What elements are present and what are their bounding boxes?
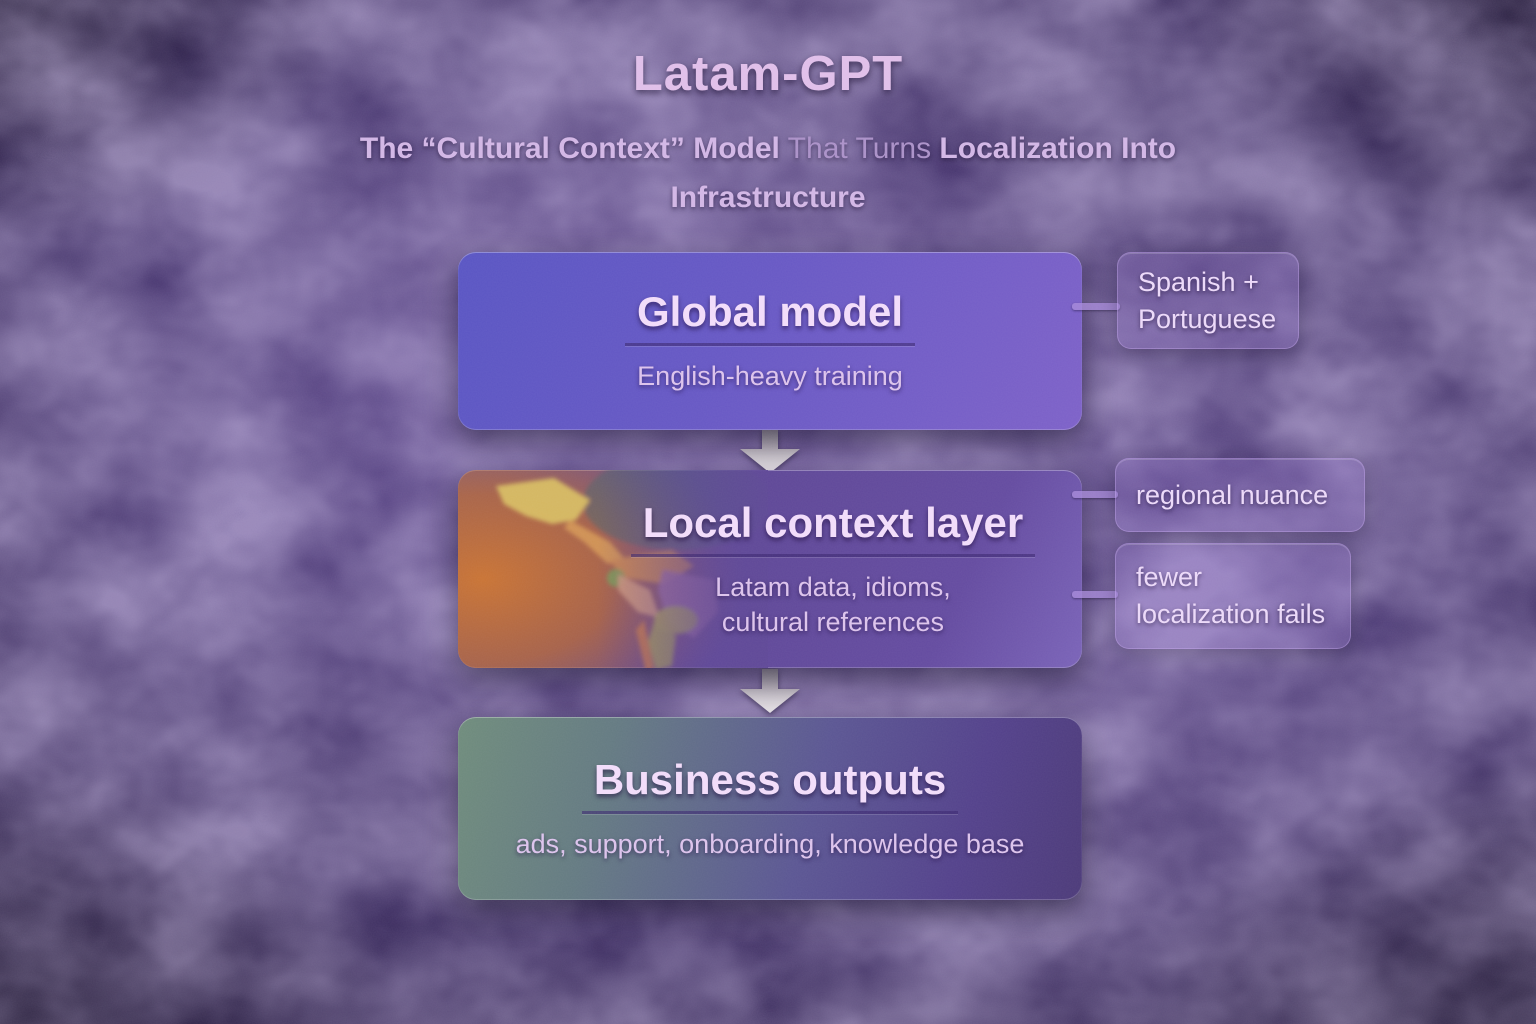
subtitle-segment-light: That Turns	[779, 132, 940, 165]
node-global-model: Global model English-heavy training	[458, 252, 1082, 430]
side-label-line: fewer	[1136, 562, 1203, 592]
node-subtitle: Latam data, idioms, cultural references	[715, 570, 951, 640]
side-label-regional-nuance: regional nuance	[1115, 458, 1365, 532]
node-subtitle-line: ads, support, onboarding, knowledge base	[515, 828, 1025, 859]
node-subtitle-line: Latam data, idioms,	[715, 571, 951, 602]
node-title: Local context layer	[630, 499, 1036, 557]
node-subtitle-line: cultural references	[721, 606, 945, 637]
connector-line	[1072, 491, 1118, 498]
node-subtitle: ads, support, onboarding, knowledge base	[516, 827, 1025, 862]
side-label-line: Spanish +	[1138, 266, 1259, 297]
side-label-spanish-portuguese: Spanish + Portuguese	[1117, 252, 1299, 349]
node-title: Business outputs	[581, 756, 959, 814]
down-arrow-icon	[740, 429, 800, 473]
side-label-fewer-localization-fails: fewer localization fails	[1115, 543, 1351, 649]
node-title: Global model	[624, 288, 916, 346]
side-label-line: regional nuance	[1136, 479, 1329, 510]
side-label-line: localization fails	[1136, 599, 1326, 629]
node-local-context-layer: Local context layer Latam data, idioms, …	[458, 470, 1082, 668]
page-subtitle: The “Cultural Context” Model That Turns …	[273, 124, 1263, 222]
node-subtitle-line: English-heavy training	[637, 361, 903, 391]
node-subtitle: English-heavy training	[637, 359, 903, 394]
node-business-outputs: Business outputs ads, support, onboardin…	[458, 717, 1082, 900]
subtitle-segment-bold: The “Cultural Context” Model	[359, 132, 780, 165]
page-title: Latam-GPT	[632, 47, 904, 101]
connector-line	[1072, 303, 1120, 310]
connector-line	[1072, 591, 1118, 598]
side-label-line: Portuguese	[1138, 303, 1277, 334]
down-arrow-icon	[740, 669, 800, 713]
